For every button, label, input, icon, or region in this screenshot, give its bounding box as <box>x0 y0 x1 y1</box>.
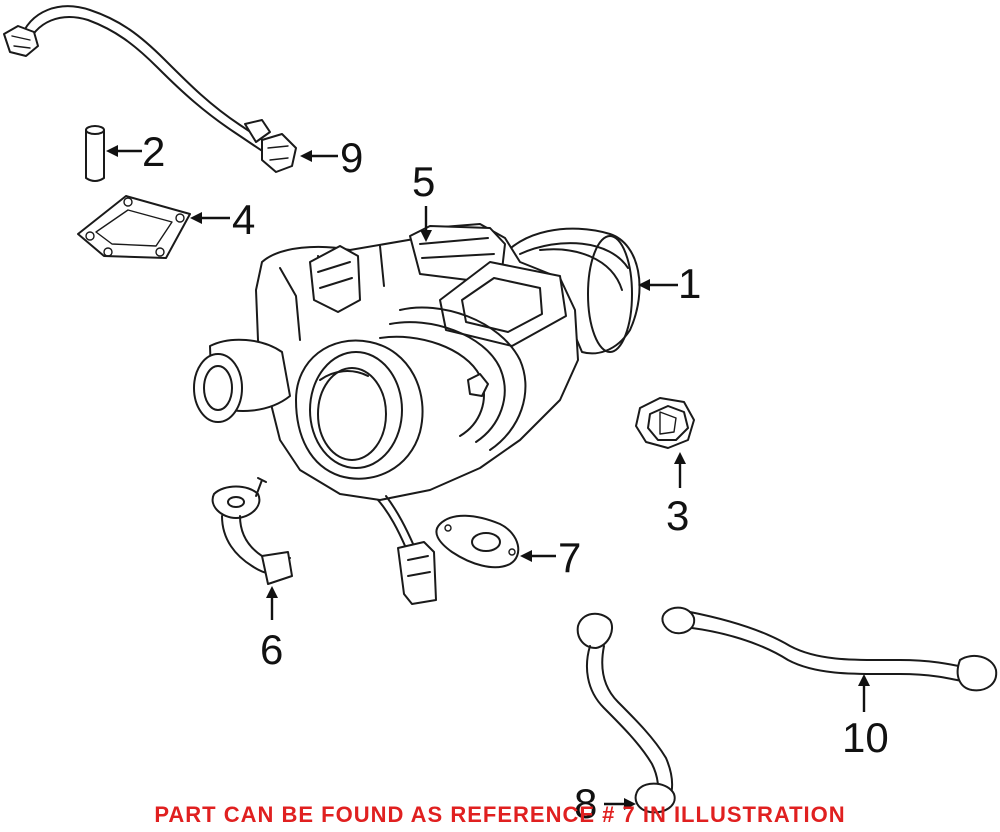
callout-2: 2 <box>142 128 165 175</box>
callout-arrows <box>106 145 870 810</box>
part-10-coolant-line <box>661 606 998 692</box>
part-2-dowel-pin <box>85 125 105 182</box>
part-9-oil-feed-line <box>3 5 297 173</box>
callout-1: 1 <box>678 260 701 307</box>
callout-10: 10 <box>842 714 889 761</box>
part-7-gasket <box>435 514 520 569</box>
callout-9: 9 <box>340 134 363 181</box>
part-3-nut <box>635 397 695 449</box>
part-1-turbocharger <box>193 223 641 605</box>
part-6-oil-drain-tube <box>211 477 293 585</box>
callout-8: 8 <box>574 780 597 827</box>
callout-3: 3 <box>666 492 689 539</box>
part-8-oil-return-line <box>576 612 676 814</box>
callout-4: 4 <box>232 196 255 243</box>
callout-6: 6 <box>260 626 283 673</box>
callout-5: 5 <box>412 158 435 205</box>
part-4-gasket <box>77 195 191 259</box>
callout-7: 7 <box>558 534 581 581</box>
reference-banner: PART CAN BE FOUND AS REFERENCE # 7 IN IL… <box>154 802 845 827</box>
